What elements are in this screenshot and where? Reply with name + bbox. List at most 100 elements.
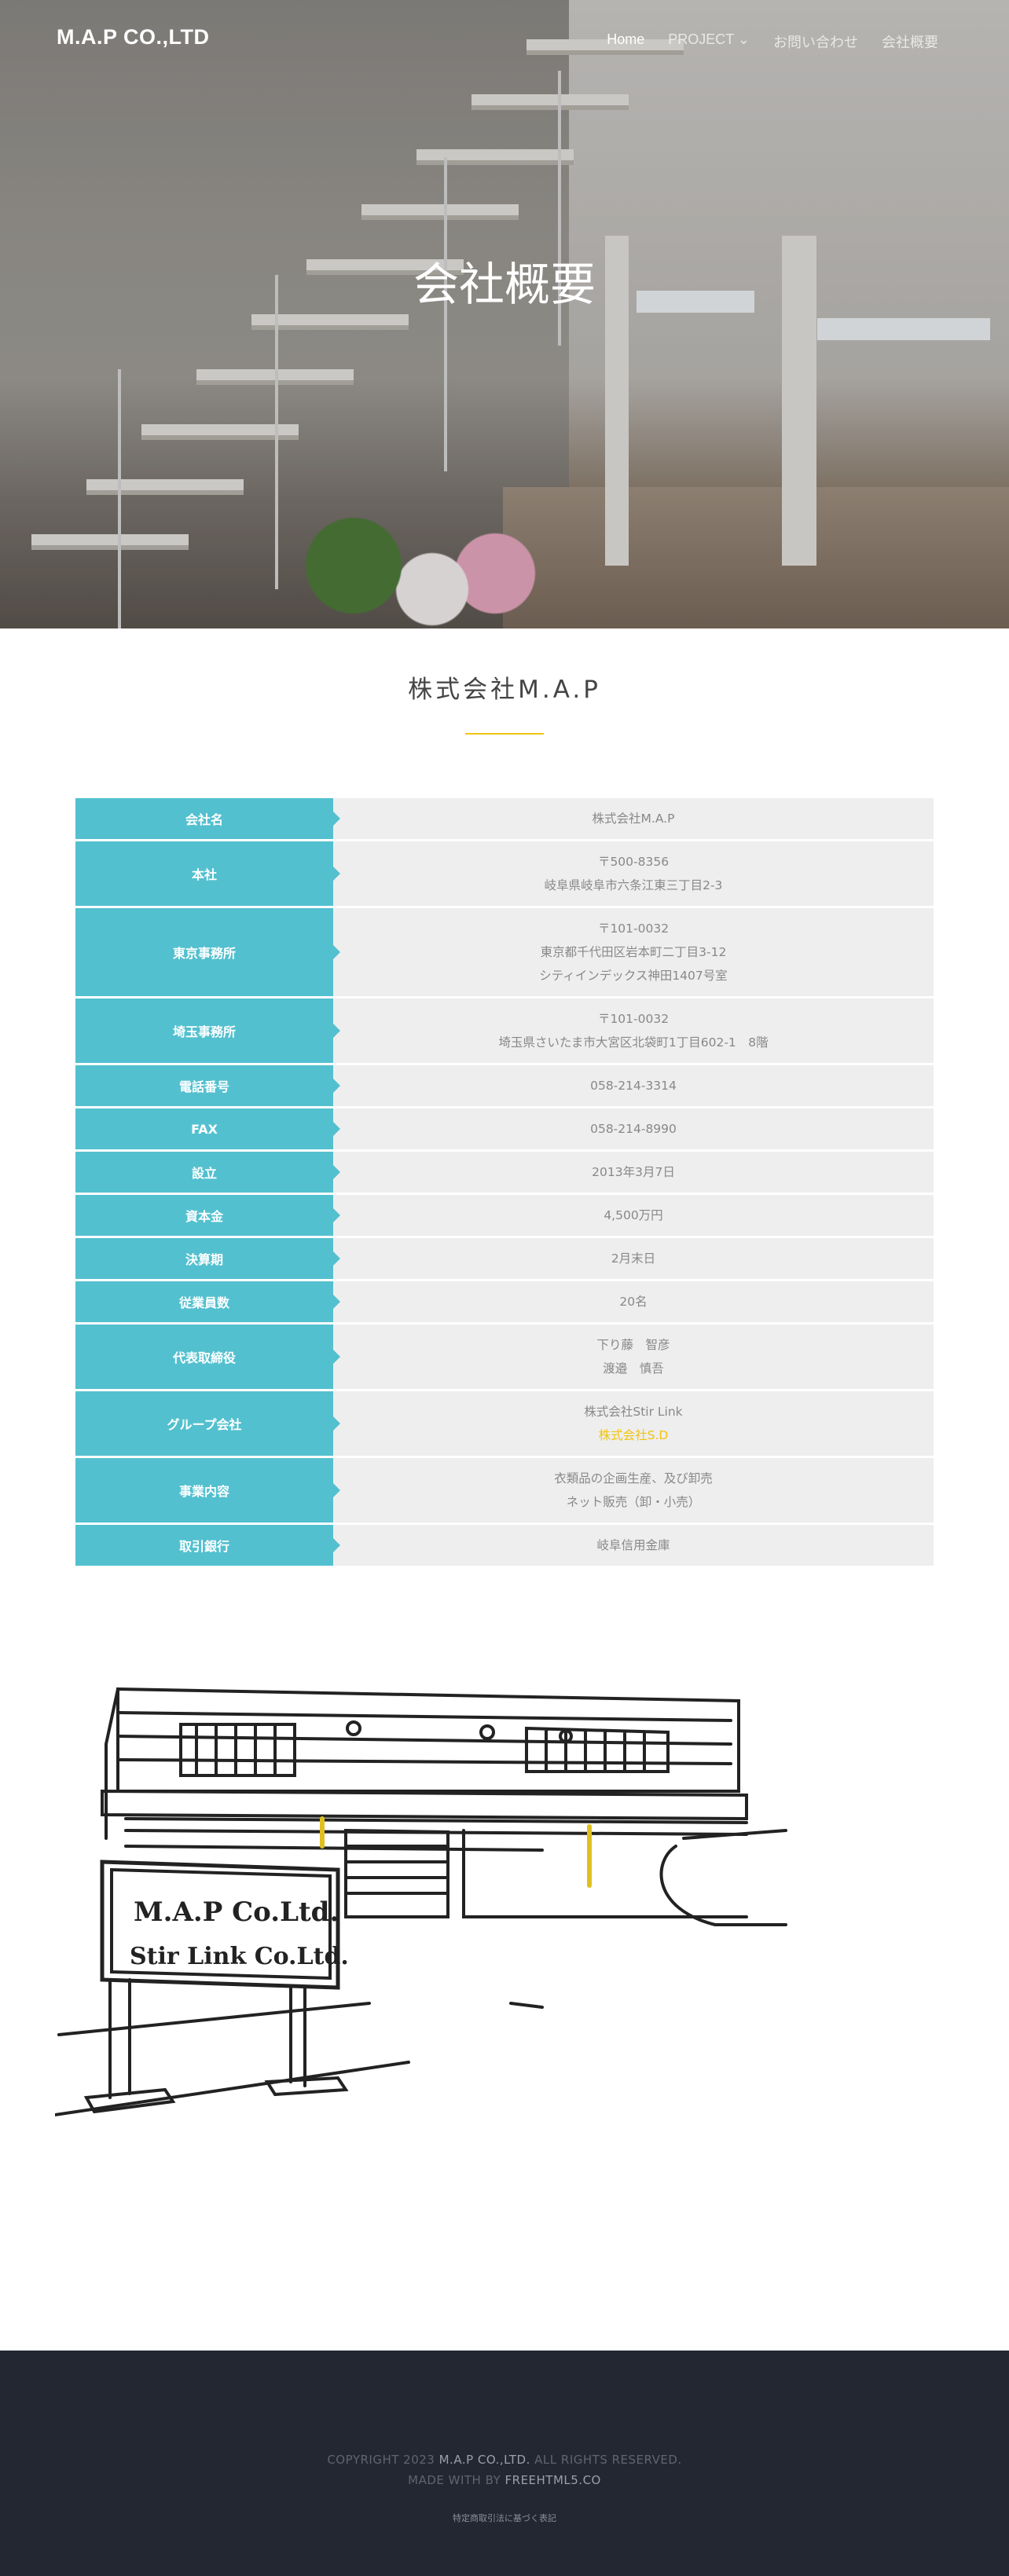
row-label: 資本金: [75, 1195, 340, 1236]
hero-pillar: [605, 236, 629, 566]
hero-stair: [86, 479, 244, 490]
value-line: 岐阜信用金庫: [596, 1538, 670, 1552]
site-logo[interactable]: M.A.P CO.,LTD: [57, 25, 210, 49]
value-line: 〒101-0032: [597, 1012, 670, 1026]
sign-text-map: M.A.P Co.Ltd.: [134, 1896, 339, 1928]
row-value: 〒101-0032 埼玉県さいたま市大宮区北袋町1丁目602-1 8階: [333, 999, 934, 1063]
hero-pillar: [782, 236, 816, 566]
value-line: 2月末日: [611, 1251, 656, 1266]
made-with-text: MADE WITH BY FREEHTML5.CO: [0, 2473, 1009, 2487]
hero-stair: [251, 314, 409, 325]
table-row: 埼玉事務所 〒101-0032 埼玉県さいたま市大宮区北袋町1丁目602-1 8階: [75, 999, 934, 1063]
hero-rail: [275, 275, 278, 589]
hero-stair: [527, 39, 684, 50]
table-row: FAX 058-214-8990: [75, 1108, 934, 1149]
table-row: 事業内容衣類品の企画生産、及び卸売ネット販売（卸・小売）: [75, 1458, 934, 1523]
value-line: ネット販売（卸・小売）: [566, 1495, 701, 1509]
value-line: 東京都千代田区岩本町二丁目3-12: [540, 945, 727, 959]
table-row: 取引銀行 岐阜信用金庫: [75, 1525, 934, 1566]
row-value: 058-214-8990: [333, 1108, 934, 1149]
value-line: 〒101-0032: [597, 922, 670, 936]
copyright-prefix: COPYRIGHT 2023: [327, 2453, 439, 2467]
value-line: 下り藤 智彦: [596, 1338, 670, 1352]
hero-stair: [416, 149, 574, 160]
row-value: 衣類品の企画生産、及び卸売ネット販売（卸・小売）: [333, 1458, 934, 1523]
table-row: グループ会社 株式会社Stir Link 株式会社S.D: [75, 1391, 934, 1456]
legal-notice-link[interactable]: 特定商取引法に基づく表記: [453, 2513, 556, 2523]
row-label: 埼玉事務所: [75, 999, 340, 1063]
hero-stair: [471, 94, 629, 105]
nav-contact[interactable]: お問い合わせ: [773, 35, 858, 50]
nav-home[interactable]: Home: [607, 31, 645, 47]
row-label: 決算期: [75, 1238, 340, 1279]
value-line: 058-214-8990: [590, 1122, 677, 1136]
title-underline: [465, 733, 544, 735]
row-value: 058-214-3314: [333, 1065, 934, 1106]
row-value: 株式会社Stir Link 株式会社S.D: [333, 1391, 934, 1456]
table-row: 設立 2013年3月7日: [75, 1152, 934, 1193]
copyright-text: COPYRIGHT 2023 M.A.P CO.,LTD. ALL RIGHTS…: [0, 2453, 1009, 2467]
value-line: 20名: [619, 1295, 648, 1309]
value-line: 株式会社Stir Link: [584, 1405, 683, 1419]
row-label: 取引銀行: [75, 1525, 340, 1566]
row-value: 岐阜信用金庫: [333, 1525, 934, 1566]
row-label: FAX: [75, 1108, 340, 1149]
group-company-link[interactable]: 株式会社S.D: [598, 1428, 669, 1442]
row-value: 2月末日: [333, 1238, 934, 1279]
hero-floor: [503, 487, 1009, 628]
value-line: 2013年3月7日: [592, 1165, 675, 1179]
hero-rail: [558, 71, 561, 346]
made-prefix: MADE WITH BY: [408, 2473, 505, 2487]
nav-company[interactable]: 会社概要: [882, 35, 938, 50]
value-line: シティインデックス神田1407号室: [539, 969, 728, 983]
row-label: 会社名: [75, 798, 340, 839]
row-value: 20名: [333, 1281, 934, 1322]
value-line: 衣類品の企画生産、及び卸売: [554, 1471, 713, 1486]
main-nav: Home PROJECT ⌄ お問い合わせ 会社概要: [607, 31, 938, 52]
value-line: 058-214-3314: [590, 1079, 677, 1093]
row-label: 設立: [75, 1152, 340, 1193]
row-value: 2013年3月7日: [333, 1152, 934, 1193]
section-title: 株式会社M.A.P: [408, 676, 601, 704]
table-row: 決算期 2月末日: [75, 1238, 934, 1279]
row-label: 代表取締役: [75, 1325, 340, 1389]
value-line: 4,500万円: [604, 1208, 663, 1222]
table-row: 電話番号 058-214-3314: [75, 1065, 934, 1106]
value-line: 〒500-8356: [597, 855, 670, 869]
table-row: 本社 〒500-8356 岐阜県岐阜市六条江東三丁目2-3: [75, 841, 934, 906]
row-value: 〒500-8356 岐阜県岐阜市六条江東三丁目2-3: [333, 841, 934, 906]
hero-stair: [306, 259, 464, 270]
table-row: 資本金 4,500万円: [75, 1195, 934, 1236]
row-label: 事業内容: [75, 1458, 340, 1523]
row-label: 電話番号: [75, 1065, 340, 1106]
copyright-company: M.A.P CO.,LTD.: [438, 2453, 530, 2467]
row-label: グループ会社: [75, 1391, 340, 1456]
hero-title: 会社概要: [413, 258, 596, 311]
hero-stair: [31, 534, 189, 545]
row-label: 本社: [75, 841, 340, 906]
row-label: 東京事務所: [75, 908, 340, 996]
building-illustration: M.A.P Co.Ltd. Stir Link Co.Ltd.: [55, 1687, 787, 2117]
value-line: 株式会社M.A.P: [592, 812, 675, 826]
table-row: 従業員数 20名: [75, 1281, 934, 1322]
value-line: 岐阜県岐阜市六条江東三丁目2-3: [544, 878, 723, 892]
hero-window: [817, 318, 990, 340]
row-label: 従業員数: [75, 1281, 340, 1322]
hero-stair: [361, 204, 519, 215]
row-value: 〒101-0032 東京都千代田区岩本町二丁目3-12 シティインデックス神田140…: [333, 908, 934, 996]
hero-overlay: [0, 0, 1009, 628]
row-value: 下り藤 智彦渡邉 慎吾: [333, 1325, 934, 1389]
nav-project-dropdown[interactable]: PROJECT ⌄: [668, 31, 750, 47]
company-info-table: 会社名 株式会社M.A.P 本社 〒500-8356 岐阜県岐阜市六条江東三丁目2-3 東…: [75, 798, 934, 1568]
hero-rail: [444, 157, 447, 471]
table-row: 会社名 株式会社M.A.P: [75, 798, 934, 839]
copyright-suffix: ALL RIGHTS RESERVED.: [530, 2453, 682, 2467]
freehtml5-link[interactable]: FREEHTML5.CO: [504, 2473, 601, 2487]
hero-window: [637, 291, 754, 313]
site-footer: COPYRIGHT 2023 M.A.P CO.,LTD. ALL RIGHTS…: [0, 2351, 1009, 2576]
row-value: 4,500万円: [333, 1195, 934, 1236]
hero-stair: [141, 424, 299, 435]
hero-rail: [118, 369, 121, 628]
table-row: 東京事務所 〒101-0032 東京都千代田区岩本町二丁目3-12 シティインデックス…: [75, 908, 934, 996]
value-line: 埼玉県さいたま市大宮区北袋町1丁目602-1 8階: [498, 1035, 769, 1050]
